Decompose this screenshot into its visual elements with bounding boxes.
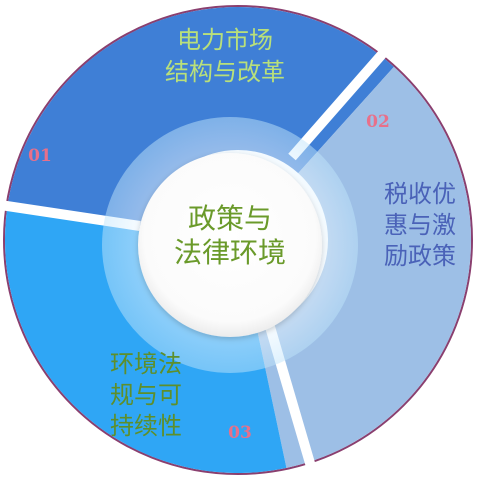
segment-01-number: 01 <box>28 146 52 166</box>
center-title-line1: 政策与 <box>188 202 272 235</box>
center-disc <box>138 153 322 337</box>
segment-03-label-line3: 持续性 <box>110 412 182 440</box>
segment-02-label-line2: 惠与激 <box>384 211 456 239</box>
segment-01-label-line2: 结构与改革 <box>165 58 285 86</box>
segment-02-label-line3: 励政策 <box>384 242 456 270</box>
segment-02-number: 02 <box>366 112 390 132</box>
segment-01-arc <box>7 6 394 228</box>
segment-01-label-line1: 电力市场 <box>177 26 273 54</box>
segment-03-number: 03 <box>228 423 252 443</box>
center-title-line2: 法律环境 <box>174 236 286 269</box>
separator-top-right <box>288 48 388 161</box>
ring-outline <box>3 5 473 475</box>
segment-02-label-line1: 税收优 <box>384 180 456 208</box>
segment-03-label-line1: 环境法 <box>110 350 182 378</box>
segment-03-label-line2: 规与可 <box>110 381 182 409</box>
